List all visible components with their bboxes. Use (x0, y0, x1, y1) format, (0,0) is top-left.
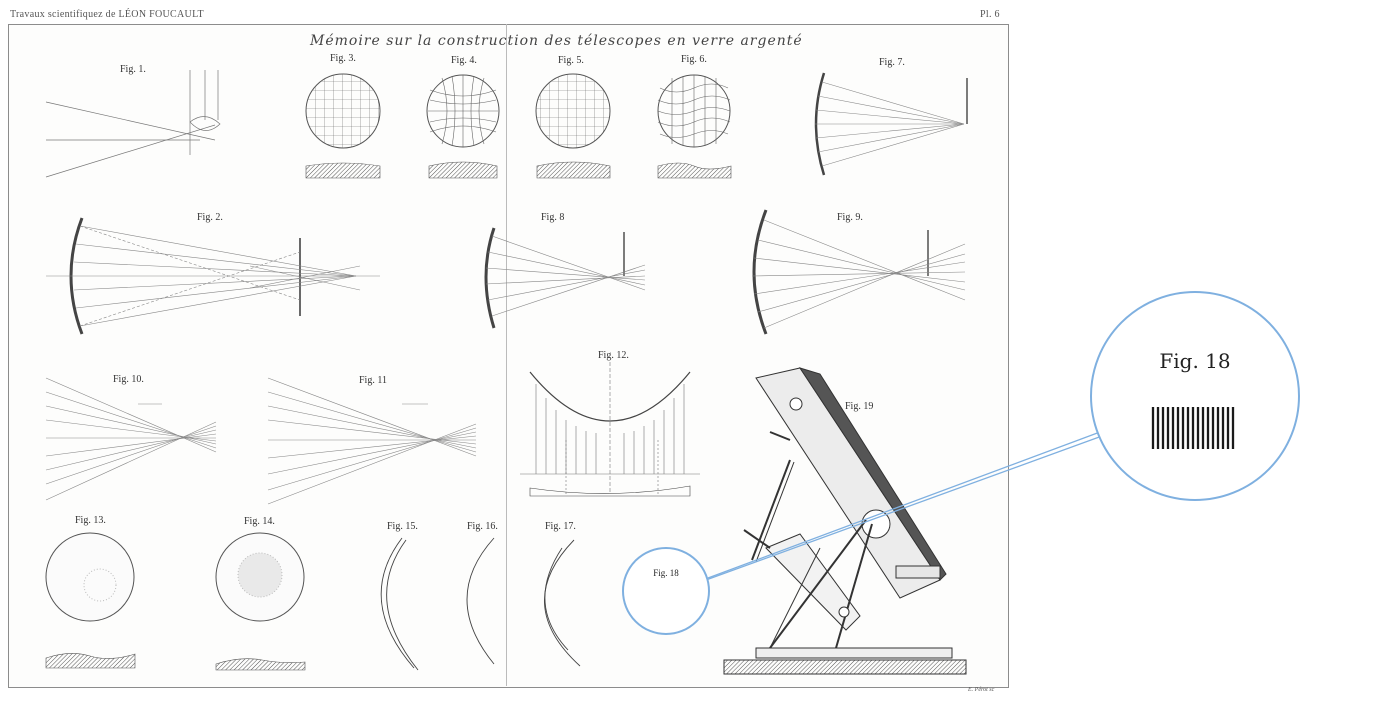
fig2-label: Fig. 2. (197, 212, 223, 223)
magnifier-circle[interactable]: Fig. 18 (1090, 291, 1300, 501)
fig18-small-label: Fig. 18 (653, 568, 679, 578)
fig8-label: Fig. 8 (541, 212, 565, 223)
fig6-label: Fig. 6. (681, 54, 707, 65)
fig1-drawing (45, 70, 221, 178)
fig7-label: Fig. 7. (879, 57, 905, 68)
fig1-label: Fig. 1. (120, 64, 146, 75)
header-right: Pl. 6 (980, 9, 1000, 20)
fig7-drawing (814, 72, 968, 176)
plate-frame (8, 24, 1009, 688)
fig5-label: Fig. 5. (558, 55, 584, 66)
header-left: Travaux scientifiquez de LÉON FOUCAULT (10, 9, 204, 20)
fig3-drawing (305, 73, 381, 179)
magnifier-label: Fig. 18 (1159, 349, 1231, 373)
fig17-label: Fig. 17. (545, 521, 576, 532)
engraver-credit: E. Pérot sc (968, 687, 995, 693)
fig12-drawing (520, 362, 700, 497)
fig4-label: Fig. 4. (451, 55, 477, 66)
fig13-drawing (45, 532, 136, 669)
fig5-drawing (535, 73, 611, 179)
fold-line (506, 24, 507, 686)
fig19-label: Fig. 19 (845, 401, 874, 412)
fig19-drawing (723, 367, 967, 675)
fig9-label: Fig. 9. (837, 212, 863, 223)
fig14-label: Fig. 14. (244, 516, 275, 527)
fig11-drawing (267, 377, 477, 505)
fig15-17-drawings (380, 537, 581, 671)
magnifier-bars (1151, 407, 1235, 449)
fig8-drawing (484, 227, 646, 329)
fig15-label: Fig. 15. (387, 521, 418, 532)
magnifier-connector (705, 435, 1103, 581)
fig10-drawing (45, 377, 217, 501)
plate-title: Mémoire sur la construction des télescop… (310, 33, 803, 49)
magnifier-connector-2 (707, 431, 1101, 579)
fig9-drawing (751, 209, 966, 335)
fig3-label: Fig. 3. (330, 53, 356, 64)
fig2-drawing (46, 217, 380, 335)
fig13-label: Fig. 13. (75, 515, 106, 526)
fig11-label: Fig. 11 (359, 375, 387, 386)
fig10-label: Fig. 10. (113, 374, 144, 385)
fig12-label: Fig. 12. (598, 350, 629, 361)
fig16-label: Fig. 16. (467, 521, 498, 532)
fig14-drawing (215, 532, 306, 671)
fig6-drawing (657, 74, 732, 179)
fig18-small-circle[interactable]: Fig. 18 (622, 547, 710, 635)
fig4-drawing (426, 74, 500, 179)
